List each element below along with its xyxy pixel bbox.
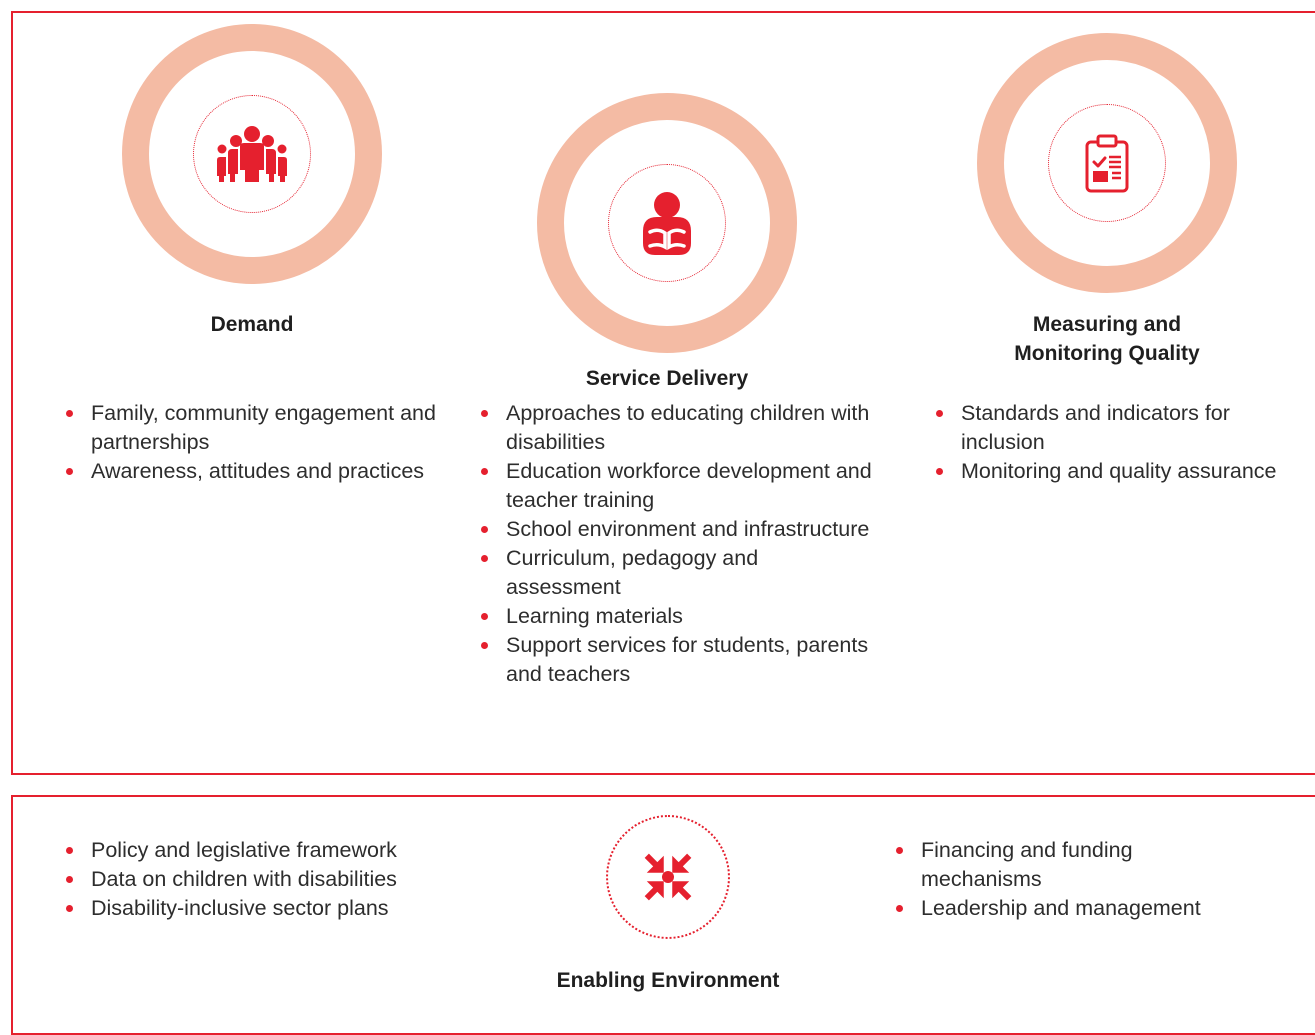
enabling-environment-badge	[606, 815, 730, 939]
list-item: Family, community engagement and partner…	[62, 399, 442, 457]
people-group-icon	[217, 126, 287, 182]
list-item: Policy and legislative framework	[62, 836, 482, 865]
service-delivery-heading: Service Delivery	[585, 367, 749, 390]
list-item: Leadership and management	[892, 894, 1252, 923]
enabling-right-list: Financing and funding mechanisms Leaders…	[892, 836, 1252, 923]
service-delivery-list: Approaches to educating children with di…	[477, 399, 877, 689]
list-item: Approaches to educating children with di…	[477, 399, 877, 457]
list-item: Awareness, attitudes and practices	[62, 457, 442, 486]
measuring-list: Standards and indicators for inclusion M…	[932, 399, 1292, 486]
pillars-frame	[11, 11, 1315, 775]
enabling-environment-heading: Enabling Environment	[556, 969, 780, 992]
enabling-left-list: Policy and legislative framework Data on…	[62, 836, 482, 923]
list-item: Curriculum, pedagogy and assessment	[477, 544, 877, 602]
demand-ring	[122, 24, 382, 284]
demand-list: Family, community engagement and partner…	[62, 399, 442, 486]
list-item: Disability-inclusive sector plans	[62, 894, 482, 923]
service-delivery-inner-circle	[608, 164, 726, 282]
list-item: Standards and indicators for inclusion	[932, 399, 1292, 457]
list-item: Support services for students, parents a…	[477, 631, 877, 689]
converging-arrows-icon	[644, 853, 692, 901]
measuring-heading: Measuring and Monitoring Quality	[977, 310, 1237, 368]
measuring-inner-circle	[1048, 104, 1166, 222]
demand-inner-circle	[193, 95, 311, 213]
list-item: School environment and infrastructure	[477, 515, 877, 544]
measuring-heading-line-1: Measuring and	[1032, 313, 1182, 336]
service-delivery-ring	[537, 93, 797, 353]
list-item: Data on children with disabilities	[62, 865, 482, 894]
measuring-heading-line-2: Monitoring Quality	[1014, 342, 1200, 365]
demand-heading: Demand	[210, 313, 294, 336]
list-item: Financing and funding mechanisms	[892, 836, 1252, 894]
child-reading-icon	[643, 192, 691, 255]
list-item: Monitoring and quality assurance	[932, 457, 1292, 486]
list-item: Learning materials	[477, 602, 877, 631]
list-item: Education workforce development and teac…	[477, 457, 877, 515]
clipboard-checklist-icon	[1085, 134, 1129, 193]
measuring-ring	[977, 33, 1237, 293]
